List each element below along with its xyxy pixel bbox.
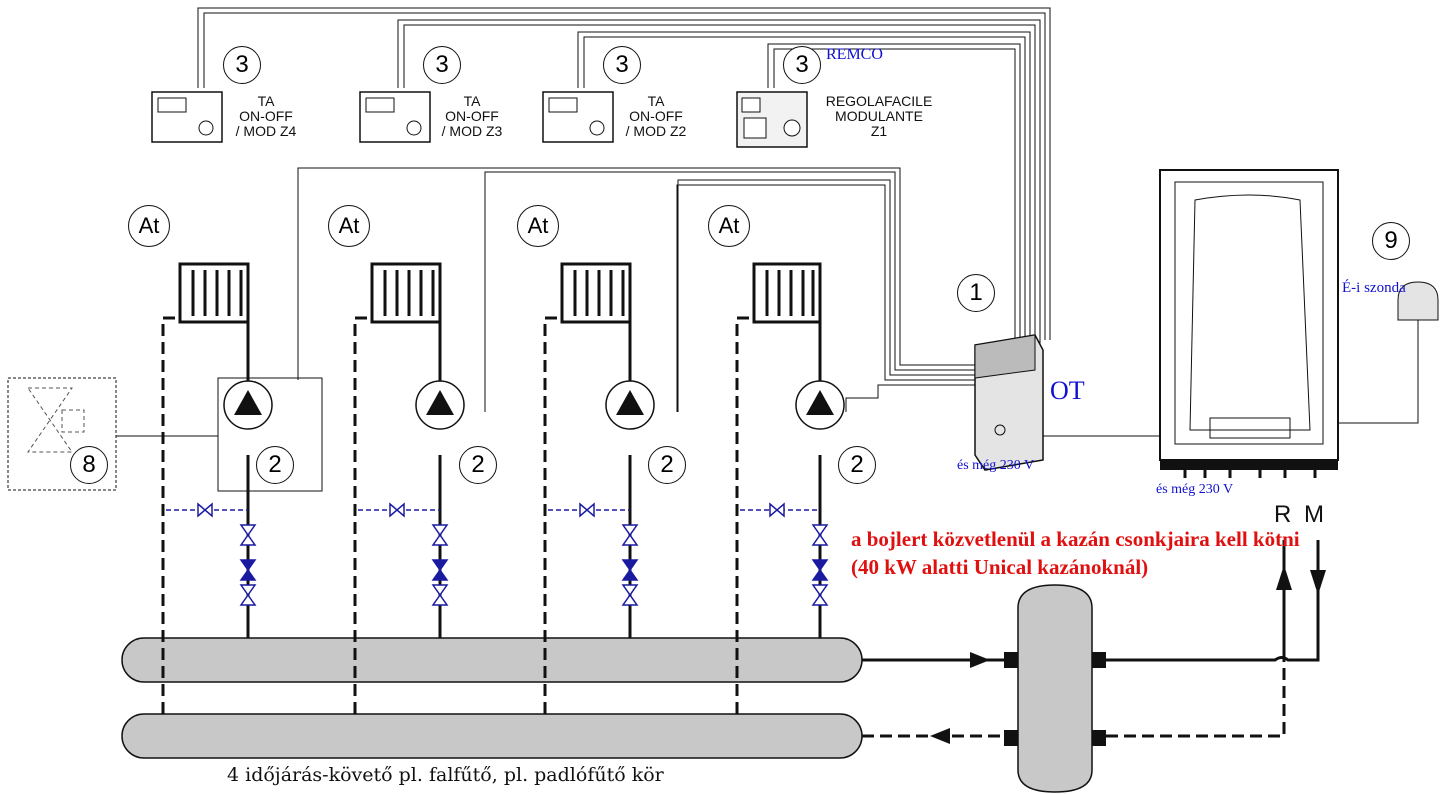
circuit-1-at-symbol: At: [128, 205, 170, 247]
zone-module-bus-label: OT: [1050, 376, 1085, 405]
boiler-flow-label: M: [1304, 501, 1324, 528]
mixing-valve-number: 8: [70, 446, 108, 484]
zone-box: [217, 377, 323, 492]
controller-z3-number: 3: [423, 46, 461, 84]
circuit-3-pump-number: 2: [648, 446, 686, 484]
circuit-4-pump-number: 2: [838, 446, 876, 484]
circuits: [161, 262, 822, 714]
circuit-2-pump-number: 2: [459, 446, 497, 484]
outdoor-sensor-device: [1397, 281, 1439, 321]
circuit-3-at-symbol: At: [517, 205, 559, 247]
boiler-return-label: R: [1274, 501, 1292, 528]
pumps: [223, 380, 845, 430]
controller-z1-brand: REMCO: [826, 46, 883, 63]
distribution-headers: [121, 637, 863, 759]
boiler-power-label: és még 230 V: [1156, 482, 1234, 497]
zone-module-power-label: és még 230 V: [957, 458, 1035, 473]
controller-devices: [151, 91, 808, 148]
note-line-2: (40 kW alatti Unical kazánoknál): [851, 555, 1149, 579]
circuit-4-at-symbol: At: [708, 205, 750, 247]
outdoor-sensor-label: É-i szonda: [1342, 280, 1406, 296]
zone-module-number: 1: [957, 274, 995, 312]
outdoor-sensor-number: 9: [1372, 222, 1410, 260]
controller-z2-number: 3: [603, 46, 641, 84]
boiler-device: [1159, 169, 1339, 478]
diagram-caption: 4 időjárás-követő pl. falfűtő, pl. padló…: [227, 764, 664, 786]
control-wiring: [116, 7, 1419, 437]
valves: [197, 502, 829, 606]
mixing-valve-icon: [27, 387, 73, 453]
zone-module-device: [974, 334, 1044, 471]
buffer-tank: [1004, 584, 1106, 793]
controller-z1-number: 3: [783, 46, 821, 84]
circuit-2-at-symbol: At: [328, 205, 370, 247]
controller-z4-number: 3: [223, 46, 261, 84]
note-line-1: a bojlert közvetlenül a kazán csonkjaira…: [851, 527, 1300, 551]
circuit-1-pump-number: 2: [256, 446, 294, 484]
